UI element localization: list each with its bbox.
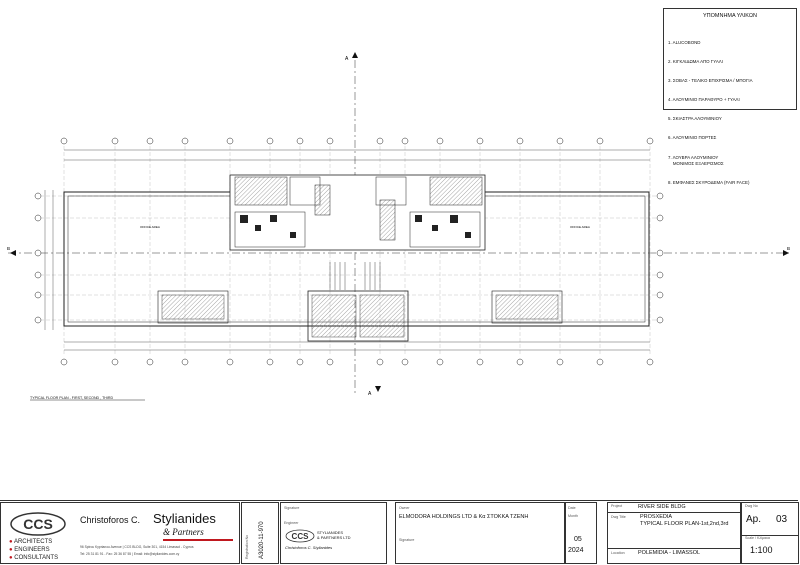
date-block: Date Month 05 2024: [565, 502, 597, 564]
location-label: Location: [611, 551, 625, 555]
svg-text:CCS: CCS: [292, 532, 310, 541]
drawing-number-label: Dwg No: [745, 504, 758, 508]
owner-block: Owner ELMODORA HOLDINGS LTD & Κα ΣΤΟΚΚΑ …: [395, 502, 565, 564]
owner-signature-label: Signature: [399, 538, 415, 542]
discipline-engineers: ENGINEERS: [14, 546, 50, 553]
office-area-right: OFFICE AREA: [570, 225, 590, 229]
materials-legend: ΥΠΟΜΝΗΜΑ ΥΛΙΚΩΝ 1. ALUCOBOND 2. ΚΙΓΚΛΙΔΩ…: [663, 8, 797, 185]
section-mark-bottom: A: [368, 391, 372, 397]
drawing-number-prefix: Ap.: [746, 514, 762, 525]
axis-mark-left: B: [7, 246, 10, 251]
firm-address: 96 Spirou Kyprianou Avenue | CCS BLDG, S…: [80, 545, 194, 549]
firm-partners: & Partners: [163, 527, 204, 537]
disciplines: ● ARCHITECTS ● ENGINEERS ● CONSULTANTS: [9, 539, 59, 561]
ccs-logo-icon: CCS: [10, 512, 66, 536]
project-block: Project RIVER SIDE BLDG Dwg Title PROSXE…: [607, 502, 741, 564]
ccs-logo: CCS: [9, 511, 67, 537]
plan-caption: TYPICAL FLOOR PLAN - FIRST, SECOND , THI…: [30, 396, 114, 400]
month-label: Month: [568, 514, 578, 518]
location-value: POLEMIDIA - LIMASSOL: [638, 550, 701, 556]
drawing-number: 03: [776, 514, 788, 525]
legend-item: 3. ΣΟΒΑΣ - ΤΕΛΙΚΟ ΕΠΙΧΡΙΣΜΑ / ΜΠΟΓΙΑ: [668, 78, 753, 83]
section-mark-top: A: [345, 56, 349, 62]
legend-item: 6. ΑΛΟΥΜΙΝΙΟ ΠΟΡΤΕΣ: [668, 135, 717, 141]
signature-label: Signature: [284, 506, 300, 510]
discipline-consultants: CONSULTANTS: [14, 554, 59, 561]
drawing-title-label: Dwg Title: [611, 515, 626, 519]
svg-text:CCS: CCS: [23, 516, 53, 532]
firm-name-first: Christoforos C.: [80, 515, 141, 525]
project-name: RIVER SIDE BLDG: [638, 504, 686, 510]
legend-item: 7. ΛΟΥΒΡΑ ΑΛΟΥΜΙΝΙΟΥ ΜΟΝΙΜΟΣ ΕΞΑΕΡΙΣΜΟΣ: [668, 154, 724, 166]
legend-items: 1. ALUCOBOND 2. ΚΙΓΚΛΙΔΩΜΑ ΑΠΟ ΓΥΑΛΙ 3. …: [668, 27, 753, 199]
month-value: 05: [574, 536, 582, 543]
drawing-number-block: Dwg No Ap. 03 Scale / Κλίμακα 1:100: [741, 502, 799, 564]
registration-label: Registration No: [245, 534, 249, 559]
title-block: [0, 500, 798, 565]
discipline-architects: ARCHITECTS: [13, 539, 53, 545]
engineer-block: Signature Engineer CCS STYLIANIDES & PAR…: [280, 502, 387, 564]
project-label: Project: [611, 504, 623, 508]
registration-number: A3020-11-970: [259, 521, 265, 559]
legend-item: 1. ALUCOBOND: [668, 39, 701, 45]
legend-item: 2. ΚΙΓΚΛΙΔΩΜΑ ΑΠΟ ΓΥΑΛΙ: [668, 58, 723, 64]
stamp-line2: & PARTNERS LTD: [317, 535, 351, 540]
legend-item: 8. ΕΜΦΑΝΕΣ ΣΚΥΡΟΔΕΜΑ (FAIR FACE): [668, 180, 750, 185]
drawing-title-2: TYPICAL FLOOR PLAN-1st,2nd,3rd: [640, 521, 729, 527]
engineer-label: Engineer: [284, 521, 299, 525]
year-value: 2024: [568, 547, 584, 554]
owner-label: Owner: [399, 506, 410, 510]
owner-name: ELMODORA HOLDINGS LTD & Κα ΣΤΟΚΚΑ ΤΖΕΝΗ: [399, 514, 529, 520]
floor-plan-drawing: A A B B: [7, 52, 790, 401]
legend-title: ΥΠΟΜΝΗΜΑ ΥΛΙΚΩΝ: [702, 13, 758, 19]
date-label: Date: [568, 506, 576, 510]
accent-rule: [163, 539, 233, 541]
office-area-left: OFFICE AREA: [140, 225, 160, 229]
legend-item: 5. ΣΚΙΑΣΤΡΑ ΑΛΟΥΜΙΝΙΟΥ: [668, 116, 722, 122]
firm-block: CCS Christoforos C. Stylianides & Partne…: [0, 502, 240, 564]
stamp-logo: CCS: [285, 529, 315, 543]
stamp-line3: Christoforos C. Stylianides: [285, 545, 333, 550]
registration-block: Registration No A3020-11-970: [241, 502, 279, 564]
drawing-title-1: PROSXEDIA: [640, 514, 673, 520]
stamp-line1: STYLIANIDES: [317, 530, 344, 535]
stamp-logo-icon: CCS: [285, 529, 315, 543]
scale-value: 1:100: [750, 545, 773, 555]
firm-contact: Tel: 25 31 81 91 - Fax: 25 36 87 55 | Em…: [80, 552, 180, 556]
legend-item: 4. ΑΛΟΥΜΙΝΙΟ ΠΑΡΑΘΥΡΟ + ΓΥΑΛΙ: [668, 97, 740, 103]
axis-mark-right: B: [787, 246, 790, 251]
scale-label: Scale / Κλίμακα: [745, 536, 770, 540]
firm-name-last: Stylianides: [153, 511, 216, 526]
